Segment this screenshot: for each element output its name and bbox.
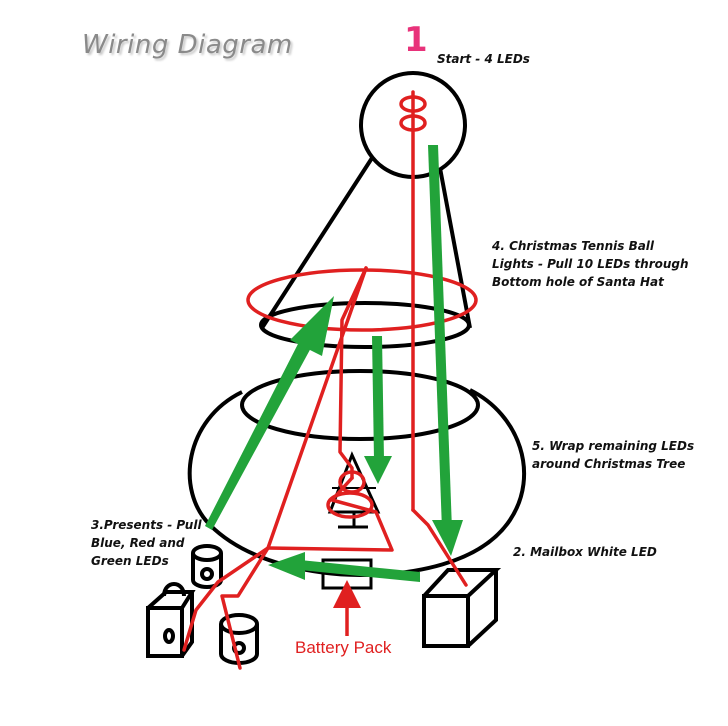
wire-tree-loop — [266, 476, 394, 552]
arrow-hat-to-tree — [364, 336, 392, 484]
hat-brim — [259, 301, 471, 349]
wire-mailbox-run — [411, 508, 468, 587]
label-mailbox: 2. Mailbox White LED — [513, 545, 657, 559]
label-start: Start - 4 LEDs — [437, 52, 530, 66]
wire-hat-to-presents — [182, 266, 368, 652]
green-arrows — [205, 145, 463, 582]
hat-right-edge — [438, 167, 472, 329]
diagram-title: Wiring Diagram — [82, 30, 293, 60]
present-cylinder-top — [191, 544, 223, 589]
hat-left-edge — [260, 156, 374, 330]
arrow-mailbox-to-globe — [268, 552, 420, 582]
label-wrap-tree: 5. Wrap remaining LEDs around Christmas … — [532, 439, 695, 471]
label-tennis-ball-lights: 4. Christmas Tennis Ball Lights - Pull 1… — [492, 239, 689, 289]
mailbox-box — [422, 568, 502, 648]
wire-presents-zigzag — [220, 546, 270, 670]
globe-body — [187, 388, 526, 578]
step-one-marker: 1 — [404, 20, 428, 60]
label-presents: 3.Presents - Pull Blue, Red and Green LE… — [91, 518, 202, 568]
present-cylinder-bottom — [219, 613, 259, 665]
tree-led-ring-bottom — [326, 491, 374, 519]
hat-brim-led-ring — [246, 268, 478, 332]
present-cube-left — [146, 582, 196, 658]
red-wiring — [182, 90, 478, 670]
globe-top-opening — [240, 369, 480, 441]
arrow-presents-to-hat — [205, 296, 334, 530]
label-battery-pack: Battery Pack — [295, 638, 392, 657]
arrow-pom-to-mailbox — [428, 145, 463, 556]
